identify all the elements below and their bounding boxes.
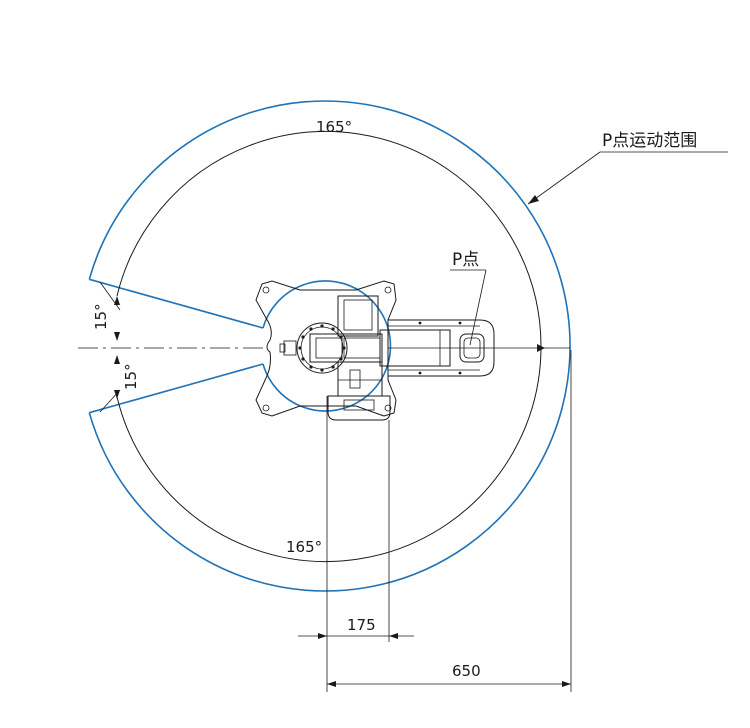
base-plate bbox=[255, 280, 397, 417]
range-title: P点运动范围 bbox=[602, 131, 697, 151]
dimensions: 175 650 bbox=[298, 350, 572, 692]
dim-label-175: 175 bbox=[347, 616, 376, 634]
arm-end bbox=[387, 319, 495, 377]
outer-arc bbox=[88, 100, 571, 592]
p-point-leader bbox=[469, 269, 487, 346]
upper-cut-line bbox=[89, 278, 264, 329]
lower-cut-line bbox=[89, 363, 264, 414]
joint1-flange bbox=[296, 322, 348, 374]
angle-label-top: 165° bbox=[316, 118, 352, 136]
angle-label-left-bottom: 15° bbox=[122, 363, 140, 390]
angle-ref-line-top bbox=[99, 281, 121, 311]
range-leader bbox=[527, 151, 601, 205]
angle-label-bottom: 165° bbox=[286, 538, 322, 556]
robot-body bbox=[255, 280, 495, 421]
angle-label-left-top: 15° bbox=[92, 303, 110, 330]
flange-bolts bbox=[298, 324, 346, 372]
motor-housing-top bbox=[337, 295, 379, 337]
dim-label-650: 650 bbox=[452, 662, 481, 680]
reach-circle bbox=[116, 131, 542, 562]
angle-arrows-left bbox=[114, 296, 545, 399]
motion-range-boundary bbox=[88, 100, 571, 592]
p-point-label: P点 bbox=[452, 250, 479, 270]
pedestal bbox=[327, 395, 391, 421]
inner-arc bbox=[262, 280, 392, 412]
arm-link bbox=[379, 329, 451, 367]
